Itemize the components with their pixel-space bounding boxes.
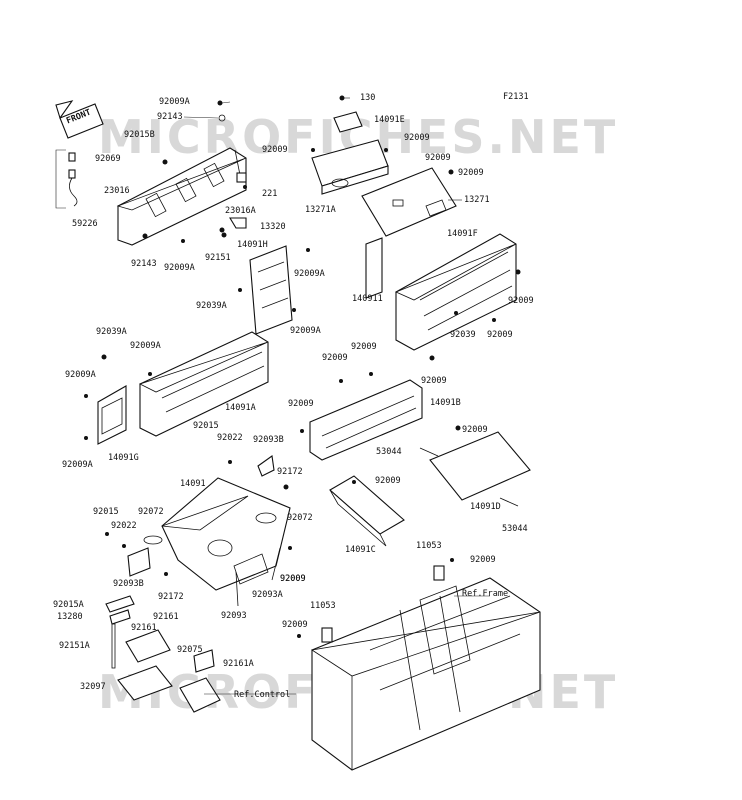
callout: 92022 — [111, 521, 137, 531]
callout: 92143 — [131, 259, 157, 269]
callout: 13320 — [260, 222, 286, 232]
callout: 92009 — [458, 168, 484, 178]
callout: 14091 — [180, 479, 206, 489]
callout: 92161A — [223, 659, 254, 669]
floor-pan-14091 — [161, 477, 291, 591]
panel-14091D — [429, 431, 531, 501]
figure-code: F2131 — [503, 92, 529, 102]
callout: 92161 — [153, 612, 179, 622]
callout: 92009 — [421, 376, 447, 386]
callout: 92009 — [288, 399, 314, 409]
callout: 92039A — [96, 327, 127, 337]
callout: 92009 — [280, 574, 306, 584]
callout: 13280 — [57, 612, 83, 622]
callout: 92093B — [253, 435, 284, 445]
callout: 92009 — [487, 330, 513, 340]
callout: 14091A — [225, 403, 256, 413]
frame-assembly — [310, 565, 541, 771]
callout: 92009A — [130, 341, 161, 351]
callout: 14091G — [108, 453, 139, 463]
callout: 130 — [360, 93, 376, 103]
callout: 92009A — [62, 460, 93, 470]
callout: 92039A — [196, 301, 227, 311]
callout: 92069 — [95, 154, 121, 164]
callout: 92172 — [277, 467, 303, 477]
callout: 14091E — [374, 115, 405, 125]
callout: 92015 — [193, 421, 219, 431]
callout: 92022 — [217, 433, 243, 443]
callout: 92172 — [158, 592, 184, 602]
bracket-14091G — [97, 385, 127, 445]
callout: 92093 — [221, 611, 247, 621]
guard-14091A — [138, 331, 269, 437]
callout: 14091C — [345, 545, 376, 555]
callout: 92009 — [282, 620, 308, 630]
rear-cover-59226 — [116, 147, 247, 246]
callout: 140911 — [352, 294, 383, 304]
guard-14091F — [394, 233, 517, 351]
callout: 92009A — [159, 97, 190, 107]
callout: 23016A — [225, 206, 256, 216]
callout: 13271A — [305, 205, 336, 215]
callout: 92009 — [462, 425, 488, 435]
guard-14091B — [309, 379, 423, 461]
callout: 92009 — [470, 555, 496, 565]
callout: 92015B — [124, 130, 155, 140]
callout: 92009 — [508, 296, 534, 306]
ref-control-label: Ref.Control — [234, 690, 291, 700]
callout: 92161 — [131, 623, 157, 633]
callout: 13271 — [464, 195, 490, 205]
callout: 14091F — [447, 229, 478, 239]
panel-13271A — [311, 139, 389, 195]
callout: 53044 — [502, 524, 528, 534]
callout: 14091B — [430, 398, 461, 408]
callout: 92151A — [59, 641, 90, 651]
callout: 32097 — [80, 682, 106, 692]
callout: 221 — [262, 189, 278, 199]
callout: 92151 — [205, 253, 231, 263]
wire-harness-23016 — [68, 152, 78, 207]
callout: 92009 — [262, 145, 288, 155]
callout: 92072 — [138, 507, 164, 517]
callout: 92039 — [450, 330, 476, 340]
callout: 92075 — [177, 645, 203, 655]
callout: 92009 — [280, 574, 306, 584]
callout: 92093A — [252, 590, 283, 600]
callout: 92009A — [164, 263, 195, 273]
callout: 92009 — [375, 476, 401, 486]
callout: 92009A — [65, 370, 96, 380]
callout: 11053 — [310, 601, 336, 611]
callout: 11053 — [416, 541, 442, 551]
front-arrow-icon — [55, 100, 104, 139]
callout: 59226 — [72, 219, 98, 229]
callout: 53044 — [376, 447, 402, 457]
callout: 92009A — [294, 269, 325, 279]
callout: 92072 — [287, 513, 313, 523]
callout: 92009 — [351, 342, 377, 352]
callout: 92093B — [113, 579, 144, 589]
callout: 23016 — [104, 186, 130, 196]
callout: 14091D — [470, 502, 501, 512]
callout: 92015 — [93, 507, 119, 517]
plate-13271 — [361, 167, 457, 237]
callout: 92015A — [53, 600, 84, 610]
guard-14091C — [329, 475, 405, 547]
callout: 92009 — [322, 353, 348, 363]
guard-14091H — [249, 245, 293, 335]
callout: 92009 — [425, 153, 451, 163]
callout: 92009 — [404, 133, 430, 143]
callout: 92143 — [157, 112, 183, 122]
callout: 92009A — [290, 326, 321, 336]
ref-frame-label: Ref.Frame — [462, 589, 509, 599]
callout: 14091H — [237, 240, 268, 250]
